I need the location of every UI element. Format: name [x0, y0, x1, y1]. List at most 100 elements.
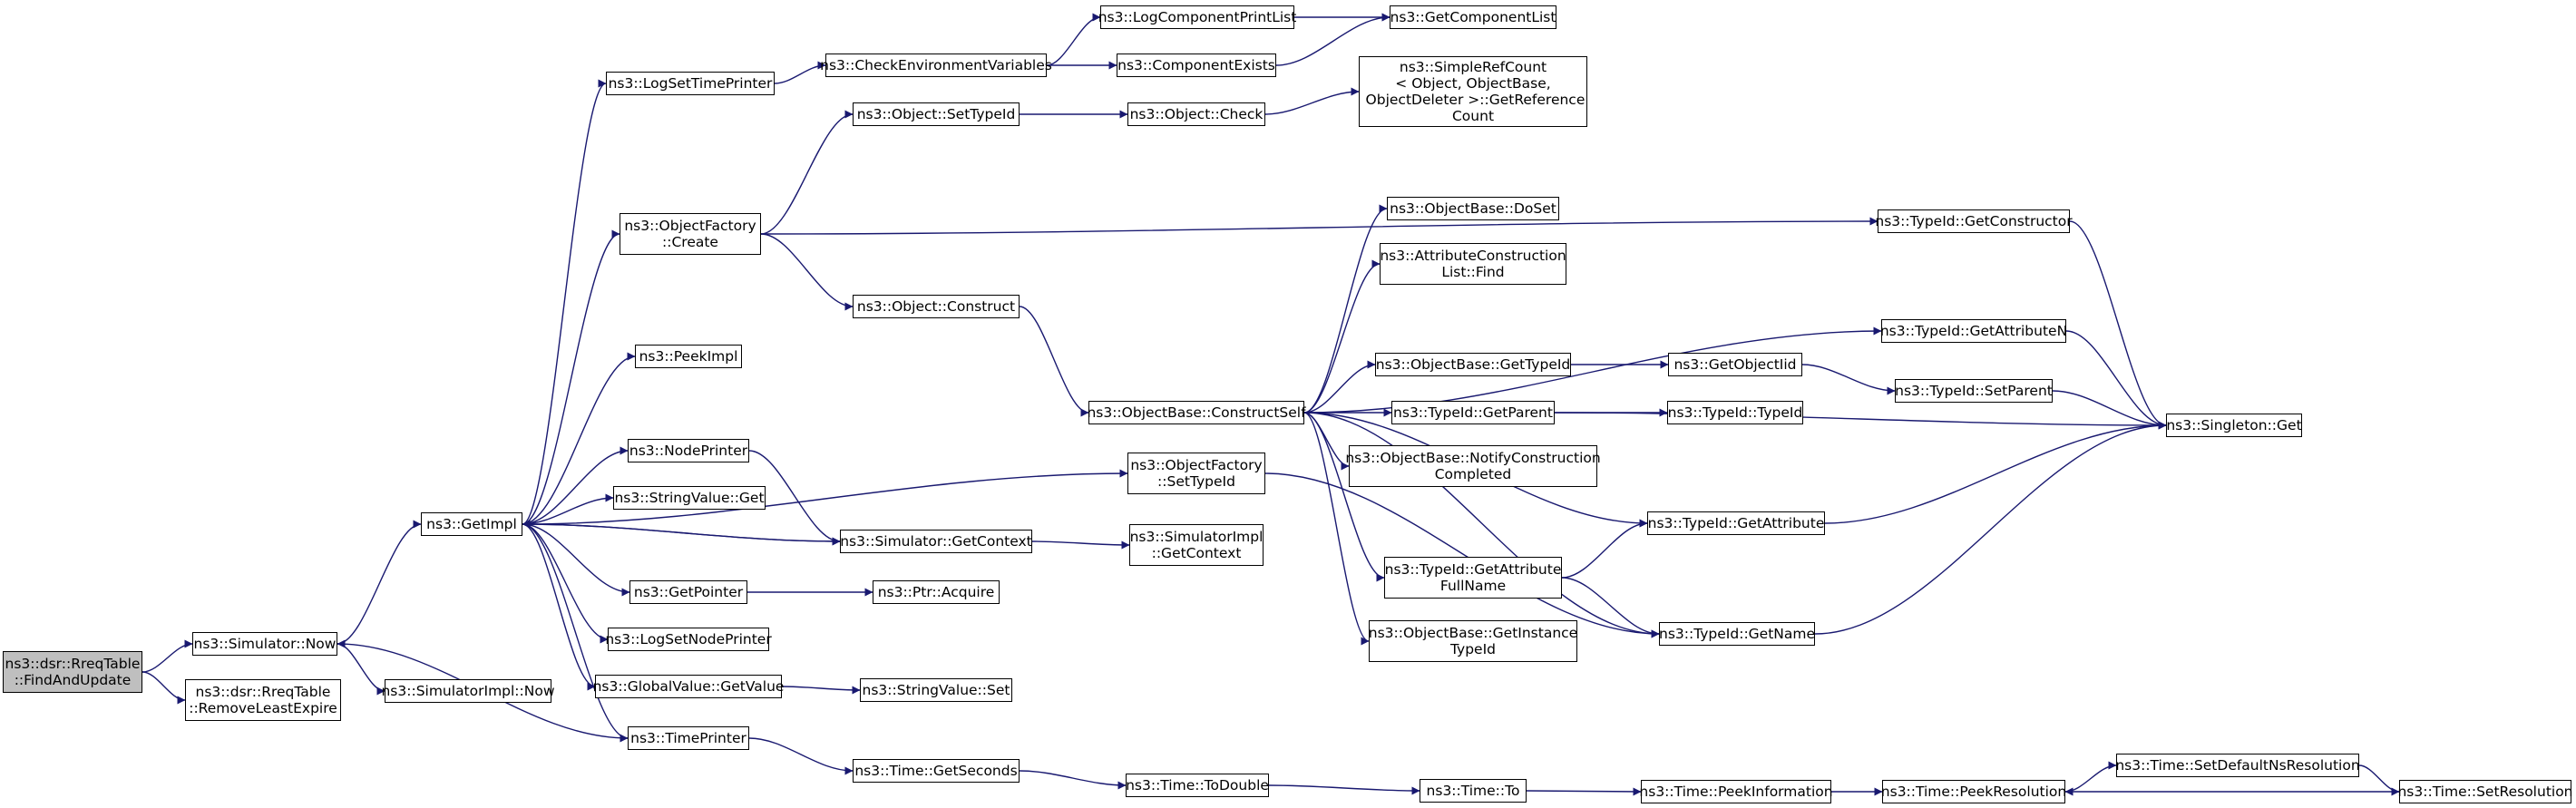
- edge-getimpl-to-logsettime: [522, 79, 607, 525]
- edge-objfactcreate-to-objconstruct: [760, 233, 854, 311]
- node-objbasegettypeid[interactable]: ns3::ObjectBase::GetTypeId: [1375, 353, 1571, 376]
- edge-setdefaultres-to-setres: [2358, 764, 2400, 796]
- node-simplerefcount[interactable]: ns3::SimpleRefCount < Object, ObjectBase…: [1359, 56, 1587, 127]
- node-simgetctx[interactable]: ns3::Simulator::GetContext: [840, 530, 1032, 553]
- edge-objcheck-to-simplerefcount: [1264, 87, 1360, 115]
- edge-constructself-to-attrconstrfind: [1303, 259, 1381, 414]
- node-timetodouble[interactable]: ns3::Time::ToDouble: [1126, 774, 1269, 797]
- node-objfactsettypeid[interactable]: ns3::ObjectFactory ::SetTypeId: [1127, 453, 1265, 494]
- node-objfactcreate[interactable]: ns3::ObjectFactory ::Create: [620, 213, 761, 255]
- node-getconstructor[interactable]: ns3::TypeId::GetConstructor: [1875, 209, 2073, 233]
- node-setdefaultres[interactable]: ns3::Time::SetDefaultNsResolution: [2115, 754, 2360, 777]
- edge-getattrfullname-to-typeidgetname: [1561, 577, 1660, 638]
- node-checkenv[interactable]: ns3::CheckEnvironmentVariables: [820, 54, 1052, 77]
- edge-simgetctx-to-getimpl: [522, 520, 841, 542]
- node-setres[interactable]: ns3::Time::SetResolution: [2397, 780, 2573, 803]
- edge-now-to-simimplnow: [337, 643, 385, 696]
- node-typeidgetattr[interactable]: ns3::TypeId::GetAttribute: [1647, 511, 1825, 535]
- edge-getimpl-to-getpointer: [522, 523, 630, 597]
- edge-typeidsetparent-to-singletonget: [2052, 390, 2167, 430]
- node-timeprinter[interactable]: ns3::TimePrinter: [628, 726, 749, 750]
- edge-compexists-to-getcomplist: [1275, 13, 1390, 66]
- node-strvalset[interactable]: ns3::StringValue::Set: [860, 678, 1012, 702]
- edge-timeto-to-peekinfo: [1526, 787, 1642, 796]
- edge-nodeprinter-to-simgetctx: [748, 450, 841, 546]
- edge-constructself-to-notifyconstr: [1303, 412, 1350, 471]
- edge-getimpl-to-peekimpl: [522, 352, 636, 525]
- edge-constructself-to-getattrn: [1303, 326, 1882, 414]
- node-objsettypeid[interactable]: ns3::Object::SetTypeId: [853, 102, 1020, 126]
- edge-getimpl-to-objfactcreate: [522, 229, 620, 525]
- edge-constructself-to-typeidgetname: [1303, 412, 1660, 638]
- node-attrconstrfind[interactable]: ns3::AttributeConstruction List::Find: [1380, 243, 1566, 285]
- edge-getimpl-to-logsetnode: [522, 523, 609, 644]
- node-getcomplist[interactable]: ns3::GetComponentList: [1390, 5, 1556, 29]
- edge-getimpl-to-strvalget: [522, 493, 614, 525]
- edge-getimpl-to-globalget: [522, 523, 596, 691]
- node-now[interactable]: ns3::Simulator::Now: [192, 632, 337, 656]
- node-timegetsec[interactable]: ns3::Time::GetSeconds: [853, 759, 1020, 783]
- node-objcheck[interactable]: ns3::Object::Check: [1127, 102, 1265, 126]
- node-getpointer[interactable]: ns3::GetPointer: [629, 580, 747, 604]
- edge-typeidgetattr-to-singletonget: [1824, 421, 2167, 524]
- node-logcompprint[interactable]: ns3::LogComponentPrintList: [1098, 5, 1296, 29]
- node-remove[interactable]: ns3::dsr::RreqTable ::RemoveLeastExpire: [185, 679, 341, 721]
- node-getinsttypeid[interactable]: ns3::ObjectBase::GetInstance TypeId: [1369, 620, 1577, 662]
- node-getobjectiid[interactable]: ns3::GetObjectIid: [1668, 353, 1802, 376]
- node-find[interactable]: ns3::dsr::RreqTable ::FindAndUpdate: [3, 651, 142, 693]
- node-notifyconstr[interactable]: ns3::ObjectBase::NotifyConstruction Comp…: [1345, 445, 1601, 487]
- node-doset[interactable]: ns3::ObjectBase::DoSet: [1387, 197, 1559, 220]
- node-simimplnow[interactable]: ns3::SimulatorImpl::Now: [381, 679, 555, 703]
- edge-constructself-to-objbasegettypeid: [1303, 360, 1376, 414]
- edge-constructself-to-getinsttypeid: [1303, 412, 1370, 646]
- edge-find-to-now: [141, 639, 193, 673]
- node-typeidgetparent[interactable]: ns3::TypeId::GetParent: [1391, 401, 1555, 424]
- edge-typeidgetname-to-singletonget: [1814, 421, 2167, 635]
- edge-constructself-to-getattrfullname: [1303, 412, 1385, 582]
- edge-objfactcreate-to-getconstructor: [760, 217, 1878, 235]
- edge-constructself-to-doset: [1303, 204, 1388, 414]
- edge-logsettime-to-checkenv: [774, 61, 826, 84]
- edge-timegetsec-to-timetodouble: [1019, 770, 1127, 790]
- edge-getobjectiid-to-typeidsetparent: [1801, 364, 1896, 395]
- node-compexists[interactable]: ns3::ComponentExists: [1117, 54, 1276, 77]
- node-strvalget[interactable]: ns3::StringValue::Get: [613, 486, 766, 510]
- node-peekinfo[interactable]: ns3::Time::PeekInformation: [1639, 780, 1833, 803]
- node-logsettime[interactable]: ns3::LogSetTimePrinter: [606, 72, 775, 95]
- edge-getimpl-to-nodeprinter: [522, 446, 629, 525]
- node-globalget[interactable]: ns3::GlobalValue::GetValue: [593, 675, 784, 698]
- node-getattrfullname[interactable]: ns3::TypeId::GetAttribute FullName: [1384, 557, 1562, 599]
- node-nodeprinter[interactable]: ns3::NodePrinter: [628, 439, 749, 462]
- node-typeidtypeid[interactable]: ns3::TypeId::TypeId: [1667, 401, 1803, 424]
- node-objconstruct[interactable]: ns3::Object::Construct: [853, 295, 1020, 318]
- edge-objfactsettypeid-to-typeidgetname: [1264, 472, 1660, 638]
- node-peekres[interactable]: ns3::Time::PeekResolution: [1881, 780, 2066, 803]
- node-typeidgetname[interactable]: ns3::TypeId::GetName: [1659, 622, 1815, 646]
- edge-objconstruct-to-constructself: [1019, 306, 1089, 417]
- node-typeidsetparent[interactable]: ns3::TypeId::SetParent: [1895, 379, 2053, 403]
- node-ptracquire[interactable]: ns3::Ptr::Acquire: [873, 580, 1000, 604]
- node-getimpl[interactable]: ns3::GetImpl: [421, 512, 522, 536]
- edge-getattrfullname-to-typeidgetattr: [1561, 519, 1648, 579]
- node-getattrn[interactable]: ns3::TypeId::GetAttributeN: [1880, 319, 2067, 343]
- edge-objfactcreate-to-objsettypeid: [760, 110, 854, 235]
- node-logsetnode[interactable]: ns3::LogSetNodePrinter: [605, 628, 772, 651]
- node-peekimpl[interactable]: ns3::PeekImpl: [635, 345, 742, 368]
- edge-getconstructor-to-singletonget: [2069, 220, 2167, 430]
- edge-typeidgetparent-to-singletonget: [1554, 412, 2167, 430]
- edge-getattrn-to-singletonget: [2065, 330, 2167, 430]
- edge-globalget-to-strvalset: [781, 686, 861, 695]
- node-constructself[interactable]: ns3::ObjectBase::ConstructSelf: [1087, 401, 1306, 424]
- edge-simgetctx-to-simimplgetctx: [1031, 540, 1130, 550]
- edge-checkenv-to-logcompprint: [1046, 13, 1101, 66]
- edge-timetodouble-to-timeto: [1268, 784, 1420, 795]
- node-singletonget[interactable]: ns3::Singleton::Get: [2166, 414, 2302, 437]
- edge-now-to-getimpl: [337, 520, 422, 645]
- node-timeto[interactable]: ns3::Time::To: [1420, 779, 1527, 803]
- edge-timeprinter-to-timegetsec: [748, 737, 854, 775]
- edge-find-to-remove: [141, 671, 186, 705]
- edge-getimpl-to-objfactsettypeid: [522, 469, 1128, 525]
- node-simimplgetctx[interactable]: ns3::SimulatorImpl ::GetContext: [1129, 524, 1264, 566]
